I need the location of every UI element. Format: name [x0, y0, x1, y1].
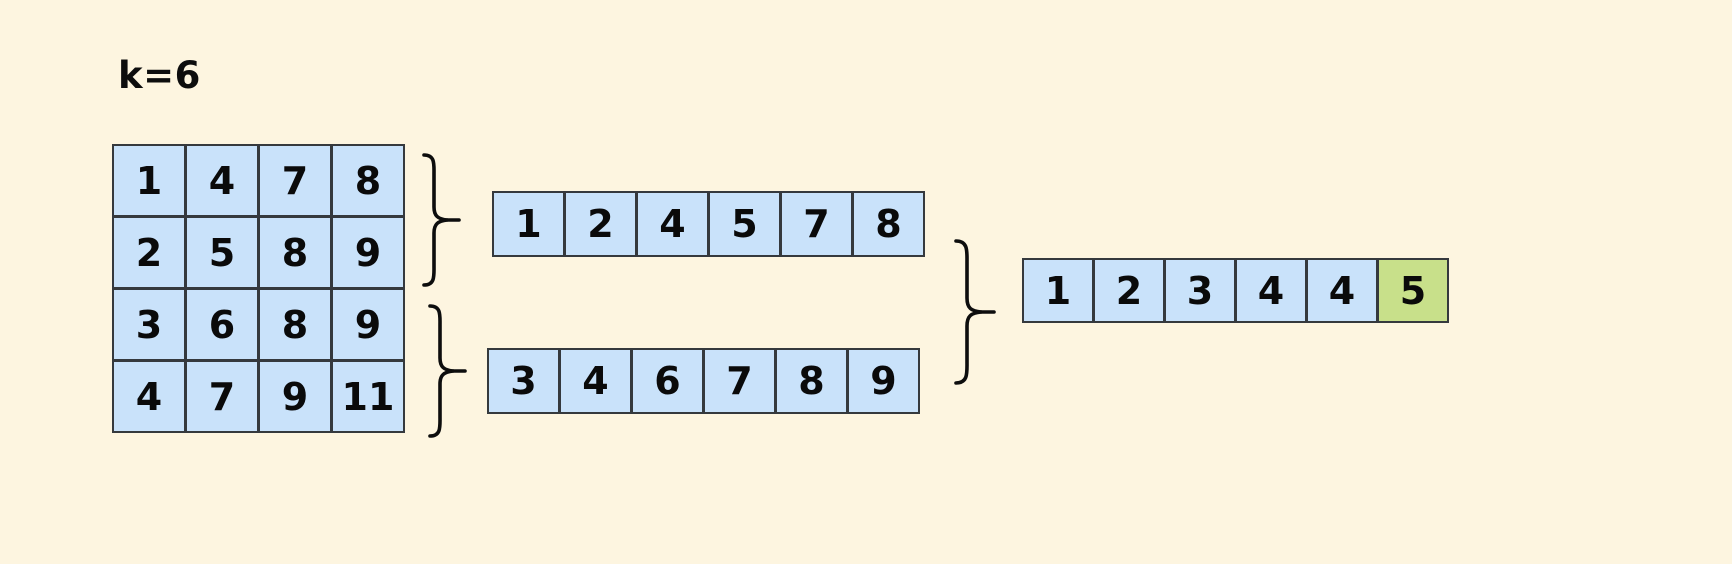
matrix-cell: 9 [331, 216, 405, 289]
matrix-cell: 7 [258, 144, 332, 217]
result-cell-highlighted: 5 [1377, 258, 1449, 323]
array-cell: 3 [487, 348, 560, 414]
curly-brace-icon [422, 153, 461, 287]
result-cell: 4 [1235, 258, 1307, 323]
matrix-cell: 1 [112, 144, 186, 217]
array-cell: 7 [703, 348, 776, 414]
result-cell: 3 [1164, 258, 1236, 323]
curly-brace-icon [954, 239, 996, 385]
matrix-cell: 2 [112, 216, 186, 289]
array-cell: 1 [492, 191, 565, 257]
array-cell: 7 [780, 191, 853, 257]
matrix-cell: 4 [185, 144, 259, 217]
result-cell: 1 [1022, 258, 1094, 323]
curly-brace-icon [428, 304, 467, 438]
array-cell: 8 [775, 348, 848, 414]
array-cell: 5 [708, 191, 781, 257]
matrix-cell: 8 [258, 216, 332, 289]
matrix-cell: 11 [331, 360, 405, 433]
array-cell: 4 [559, 348, 632, 414]
sorted-matrix: 1 4 7 8 2 5 8 9 3 6 8 9 4 7 9 11 [112, 144, 405, 433]
matrix-cell: 4 [112, 360, 186, 433]
array-cell: 6 [631, 348, 704, 414]
brace-merge-final [950, 238, 1000, 386]
array-cell: 9 [847, 348, 920, 414]
array-cell: 8 [852, 191, 925, 257]
merged-rows-3-4-array: 3 4 6 7 8 9 [487, 348, 920, 414]
result-cell: 4 [1306, 258, 1378, 323]
matrix-cell: 3 [112, 288, 186, 361]
matrix-cell: 8 [331, 144, 405, 217]
matrix-cell: 5 [185, 216, 259, 289]
brace-rows-1-2 [418, 152, 464, 288]
matrix-cell: 6 [185, 288, 259, 361]
result-cell: 2 [1093, 258, 1165, 323]
matrix-cell: 8 [258, 288, 332, 361]
matrix-cell: 9 [331, 288, 405, 361]
matrix-cell: 7 [185, 360, 259, 433]
array-cell: 4 [636, 191, 709, 257]
merged-rows-1-2-array: 1 2 4 5 7 8 [492, 191, 925, 257]
matrix-cell: 9 [258, 360, 332, 433]
k-value-label: k=6 [118, 54, 201, 97]
brace-rows-3-4 [424, 303, 470, 439]
array-cell: 2 [564, 191, 637, 257]
final-merged-array: 1 2 3 4 4 5 [1022, 258, 1449, 323]
